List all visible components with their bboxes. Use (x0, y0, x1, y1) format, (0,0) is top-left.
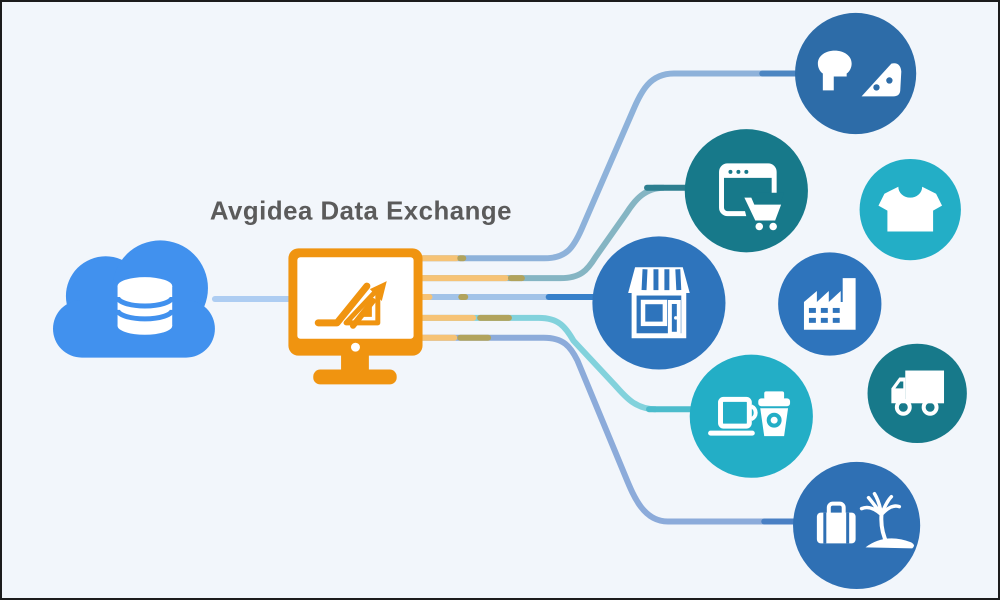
truck-cab-window (895, 381, 904, 389)
storefront-icon (628, 267, 690, 339)
palm-trunk (879, 513, 890, 547)
cheese-hole-1 (873, 84, 880, 91)
monitor-stand-base (313, 369, 397, 385)
monitor-stand-neck (341, 351, 369, 374)
store-door (667, 300, 681, 336)
database-icon (115, 277, 175, 335)
connection-lines (419, 70, 799, 525)
factory-window-6 (832, 317, 840, 323)
browser-dot-3 (744, 169, 749, 174)
factory-window-2 (820, 307, 828, 313)
factory-silhouette (803, 278, 856, 330)
monitor-power-dot (351, 342, 360, 352)
coffee-cup (718, 396, 752, 429)
travel-circle (793, 461, 921, 590)
suitcase-seams (823, 512, 850, 544)
cheese-hole-2 (886, 77, 893, 84)
suitcase-palm-icon (816, 491, 914, 549)
line-to-bakery (419, 70, 772, 262)
cart-wheel-2 (769, 222, 777, 231)
palm-fronds (859, 491, 902, 517)
browser-dot-1 (728, 169, 733, 174)
logo-rise-stroke (314, 282, 371, 327)
logo-arrow-head (369, 281, 387, 301)
togo-cap (764, 391, 785, 400)
truck-wheel-1 (894, 398, 912, 416)
node-factory (778, 252, 882, 356)
logo-arrow-shaft (350, 298, 376, 329)
bakery-circle (795, 12, 917, 135)
factory-window-4 (808, 317, 816, 323)
node-bakery (795, 12, 917, 135)
logo-triangle-outline (343, 286, 381, 326)
factory-window-3 (832, 307, 840, 313)
cart-icon (744, 197, 782, 221)
coffee-cup-handle (750, 404, 758, 422)
browser-dot-2 (736, 169, 741, 174)
node-travel (793, 461, 921, 590)
database-divider-1 (115, 296, 175, 309)
database-top (117, 277, 173, 296)
node-coffee (689, 354, 813, 478)
truck-wheel-2 (921, 398, 939, 416)
cloud-database-node (53, 240, 215, 358)
avgidea-logo-icon (314, 281, 387, 329)
bread-cheese-icon (817, 50, 902, 97)
node-apparel (859, 158, 961, 261)
coffee-cups-icon (708, 391, 791, 437)
store-window (640, 299, 668, 327)
store-body (631, 290, 687, 339)
tshirt-icon (878, 186, 943, 232)
truck-box (905, 370, 945, 404)
cart-wheel-1 (755, 222, 764, 231)
bread-icon (817, 50, 852, 91)
database-divider-2 (115, 309, 175, 322)
store-door-knob (674, 316, 678, 320)
browser-cart-icon (719, 163, 785, 231)
truck-icon (891, 370, 945, 416)
island-mound (865, 538, 914, 549)
factory-window-5 (820, 317, 828, 323)
line-to-coffee (419, 314, 657, 413)
line-to-travel (419, 334, 772, 525)
suitcase-body (816, 512, 856, 544)
cheese-icon (861, 63, 902, 97)
monitor-hub-node: Avgidea Data Exchange (210, 198, 512, 385)
store-awning-stripes (641, 269, 682, 291)
diagram-title: Avgidea Data Exchange (210, 198, 512, 226)
ecommerce-circle (684, 129, 808, 253)
togo-lid (758, 398, 791, 407)
node-ecommerce (684, 129, 808, 253)
factory-icon (803, 278, 856, 330)
node-store (592, 236, 726, 370)
togo-band-center (770, 416, 778, 424)
database-bottom (117, 316, 173, 335)
factory-window-1 (808, 307, 816, 313)
line-start-segments (419, 255, 509, 341)
line-dash-segments (457, 255, 525, 341)
node-logistics (867, 343, 967, 444)
